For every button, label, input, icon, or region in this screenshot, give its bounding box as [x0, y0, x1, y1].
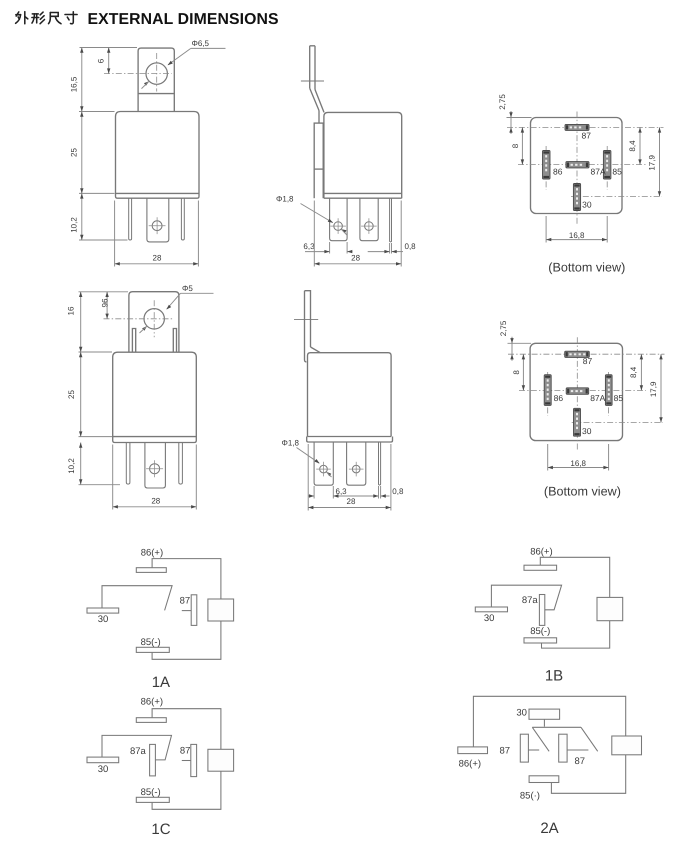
- svg-text:16: 16: [67, 306, 76, 315]
- svg-text:8: 8: [512, 370, 521, 375]
- svg-text:86(+): 86(+): [141, 697, 163, 708]
- svg-text:28: 28: [351, 253, 360, 262]
- svg-text:8: 8: [511, 143, 520, 148]
- svg-text:25: 25: [67, 390, 76, 399]
- svg-text:87A: 87A: [591, 167, 606, 177]
- svg-text:86(+): 86(+): [459, 758, 481, 769]
- svg-text:96: 96: [100, 299, 109, 308]
- svg-text:86: 86: [554, 393, 564, 403]
- svg-text:87: 87: [575, 756, 586, 767]
- svg-text:2A: 2A: [540, 820, 558, 837]
- svg-text:28: 28: [151, 496, 160, 505]
- svg-text:1A: 1A: [152, 674, 170, 691]
- svg-text:28: 28: [153, 253, 162, 262]
- svg-text:2,75: 2,75: [499, 320, 508, 336]
- svg-text:28: 28: [347, 497, 356, 506]
- svg-text:86: 86: [553, 167, 563, 177]
- svg-text:17,9: 17,9: [649, 381, 658, 397]
- svg-text:85: 85: [614, 393, 624, 403]
- svg-text:30: 30: [98, 764, 109, 775]
- svg-text:87: 87: [583, 356, 593, 366]
- svg-text:Φ5: Φ5: [182, 284, 193, 293]
- svg-text:86(+): 86(+): [141, 548, 163, 559]
- svg-text:85(-): 85(-): [530, 626, 550, 637]
- svg-text:30: 30: [582, 200, 592, 210]
- svg-text:1C: 1C: [151, 821, 170, 838]
- svg-text:16,5: 16,5: [70, 76, 79, 92]
- svg-text:6,3: 6,3: [336, 487, 348, 496]
- svg-text:87: 87: [582, 131, 592, 141]
- svg-text:85(·): 85(·): [520, 791, 540, 802]
- svg-text:Φ1,8: Φ1,8: [276, 195, 294, 204]
- svg-text:86(+): 86(+): [530, 547, 552, 558]
- svg-text:30: 30: [484, 613, 495, 624]
- svg-text:17,9: 17,9: [647, 155, 656, 171]
- svg-text:0,8: 0,8: [405, 242, 417, 251]
- svg-text:85: 85: [612, 167, 622, 177]
- svg-text:25: 25: [70, 148, 79, 157]
- svg-text:85(-): 85(-): [141, 637, 161, 648]
- svg-text:Φ6,5: Φ6,5: [192, 39, 210, 48]
- svg-text:6: 6: [97, 58, 106, 63]
- svg-text:8,4: 8,4: [629, 366, 638, 378]
- svg-text:2,75: 2,75: [498, 94, 507, 110]
- svg-text:8,4: 8,4: [628, 140, 637, 152]
- svg-text:16,8: 16,8: [569, 231, 585, 240]
- svg-text:87: 87: [180, 595, 191, 606]
- svg-text:87: 87: [500, 745, 511, 756]
- svg-text:87a: 87a: [130, 746, 147, 757]
- svg-text:30: 30: [98, 614, 109, 625]
- svg-text:16,8: 16,8: [570, 459, 586, 468]
- svg-text:(Bottom view): (Bottom view): [544, 485, 621, 499]
- svg-text:87a: 87a: [522, 595, 539, 606]
- svg-text:87: 87: [180, 746, 191, 757]
- svg-text:10,2: 10,2: [67, 458, 76, 474]
- svg-text:87A: 87A: [590, 393, 605, 403]
- svg-text:0,8: 0,8: [392, 487, 404, 496]
- svg-text:6,3: 6,3: [303, 242, 315, 251]
- svg-text:10,2: 10,2: [70, 217, 79, 233]
- svg-text:(Bottom view): (Bottom view): [548, 261, 625, 275]
- svg-text:Φ1,8: Φ1,8: [282, 439, 300, 448]
- svg-text:30: 30: [516, 707, 527, 718]
- svg-text:EXTERNAL DIMENSIONS: EXTERNAL DIMENSIONS: [88, 11, 279, 28]
- svg-text:30: 30: [582, 426, 592, 436]
- svg-text:85(-): 85(-): [141, 787, 161, 798]
- svg-text:1B: 1B: [545, 668, 563, 685]
